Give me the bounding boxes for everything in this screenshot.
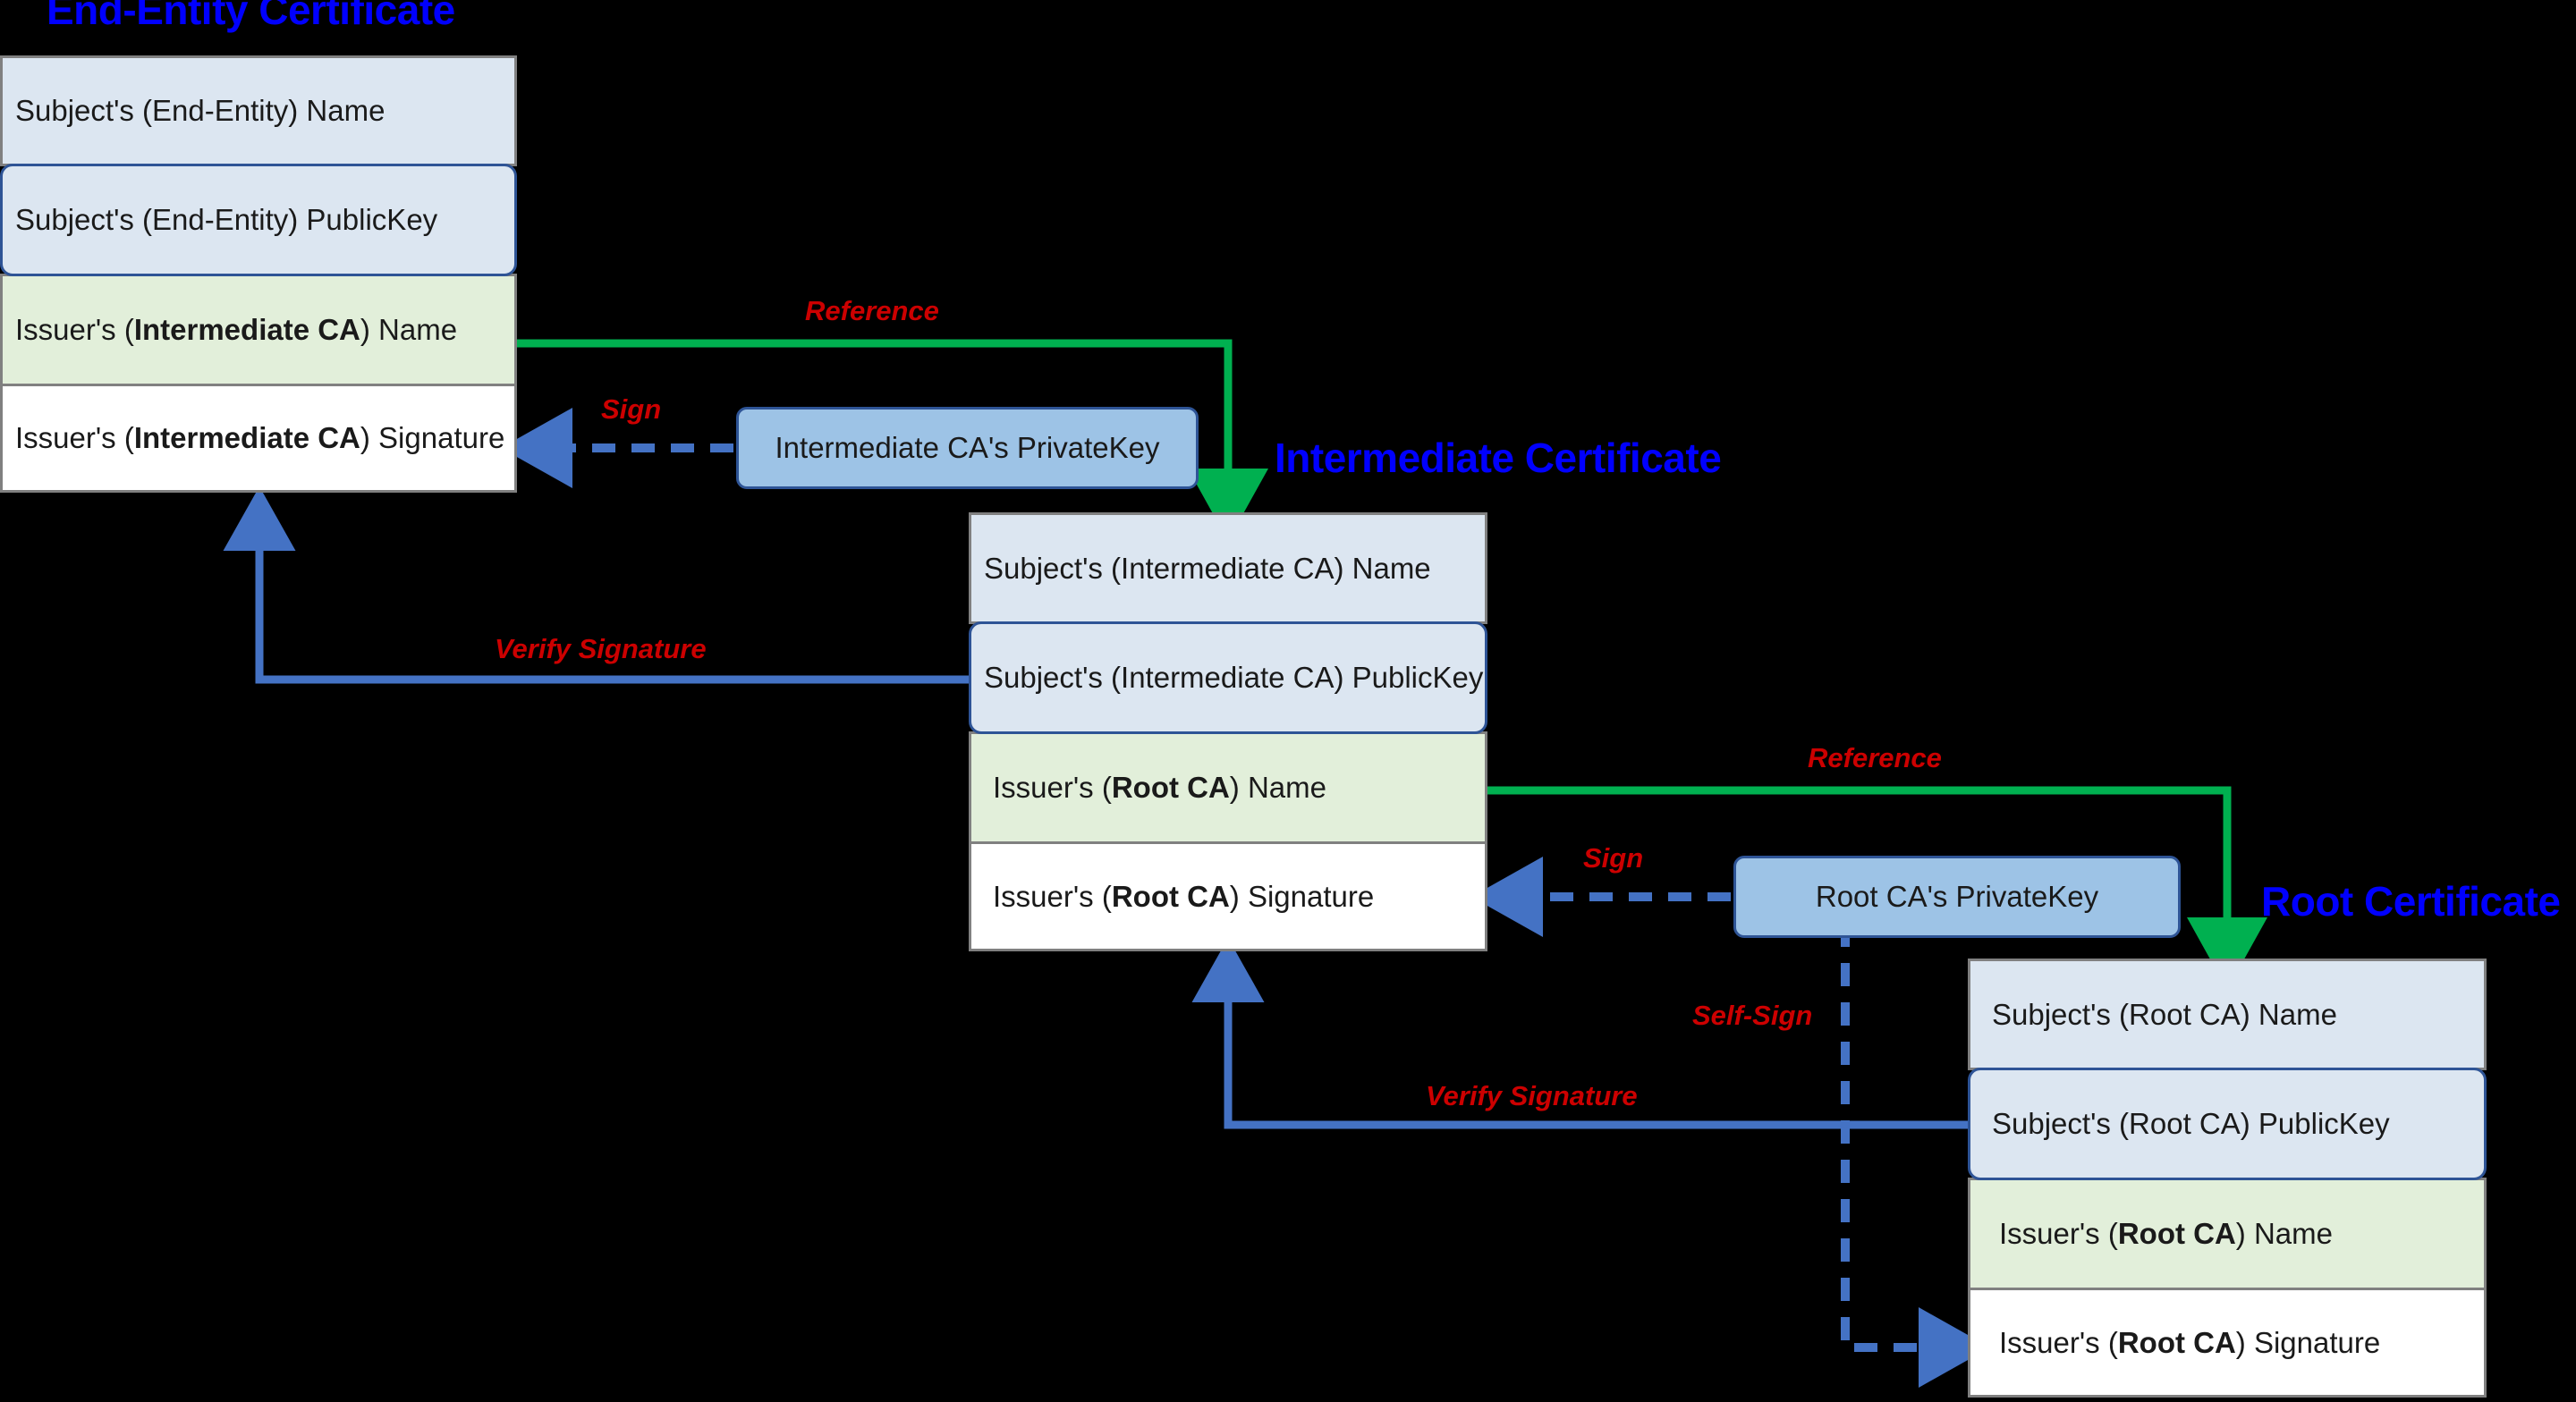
row-text: Issuer's (Root CA) Signature <box>993 879 1375 913</box>
row-text: Subject's (Intermediate CA) Name <box>984 551 1431 585</box>
certificate-intermediate: Subject's (Intermediate CA) Name Subject… <box>969 512 1487 951</box>
row-text: Subject's (Root CA) Name <box>1992 997 2337 1031</box>
row-text: Subject's (Root CA) PublicKey <box>1992 1107 2390 1140</box>
privatekey-label: Root CA's PrivateKey <box>1815 880 2099 913</box>
row-text: Issuer's (Root CA) Name <box>993 771 1326 804</box>
title-end-entity-certificate: End-Entity Certificate <box>47 0 455 33</box>
row-end-entity-subject-publickey: Subject's (End-Entity) PublicKey <box>0 164 517 276</box>
label-verify-signature-1: Verify Signature <box>495 633 707 664</box>
row-intermediate-issuer-signature: Issuer's (Root CA) Signature <box>969 841 1487 951</box>
certificate-root: Subject's (Root CA) Name Subject's (Root… <box>1968 959 2487 1398</box>
row-text: Issuer's (Root CA) Name <box>1999 1217 2333 1250</box>
title-root-certificate: Root Certificate <box>2261 878 2561 925</box>
root-ca-privatekey-box: Root CA's PrivateKey <box>1733 856 2181 938</box>
row-end-entity-issuer-signature: Issuer's (Intermediate CA) Signature <box>0 384 517 493</box>
label-verify-signature-2: Verify Signature <box>1426 1080 1638 1111</box>
row-intermediate-issuer-name: Issuer's (Root CA) Name <box>969 731 1487 844</box>
row-end-entity-subject-name: Subject's (End-Entity) Name <box>0 55 517 166</box>
row-text: Issuer's (Intermediate CA) Name <box>15 313 458 346</box>
label-sign-1: Sign <box>601 393 662 425</box>
certificate-end-entity: Subject's (End-Entity) Name Subject's (E… <box>0 55 517 493</box>
row-text: Subject's (Intermediate CA) PublicKey <box>984 661 1484 694</box>
row-root-issuer-signature: Issuer's (Root CA) Signature <box>1968 1288 2487 1398</box>
privatekey-label: Intermediate CA's PrivateKey <box>775 431 1160 464</box>
intermediate-ca-privatekey-box: Intermediate CA's PrivateKey <box>736 407 1199 489</box>
row-intermediate-subject-publickey: Subject's (Intermediate CA) PublicKey <box>969 621 1487 734</box>
self-sign-arrow <box>1841 924 1990 1388</box>
row-root-issuer-name: Issuer's (Root CA) Name <box>1968 1178 2487 1290</box>
label-self-sign: Self-Sign <box>1692 1000 1813 1031</box>
label-sign-2: Sign <box>1583 842 1644 874</box>
label-reference-2: Reference <box>1808 742 1942 773</box>
row-text: Subject's (End-Entity) Name <box>15 94 386 127</box>
title-intermediate-certificate: Intermediate Certificate <box>1275 435 1722 481</box>
row-text: Issuer's (Root CA) Signature <box>1999 1325 2381 1359</box>
row-end-entity-issuer-name: Issuer's (Intermediate CA) Name <box>0 274 517 386</box>
row-root-subject-name: Subject's (Root CA) Name <box>1968 959 2487 1070</box>
row-root-subject-publickey: Subject's (Root CA) PublicKey <box>1968 1068 2487 1180</box>
label-reference-1: Reference <box>805 295 939 326</box>
row-intermediate-subject-name: Subject's (Intermediate CA) Name <box>969 512 1487 624</box>
row-text: Issuer's (Intermediate CA) Signature <box>15 421 505 454</box>
row-text: Subject's (End-Entity) PublicKey <box>15 203 438 236</box>
